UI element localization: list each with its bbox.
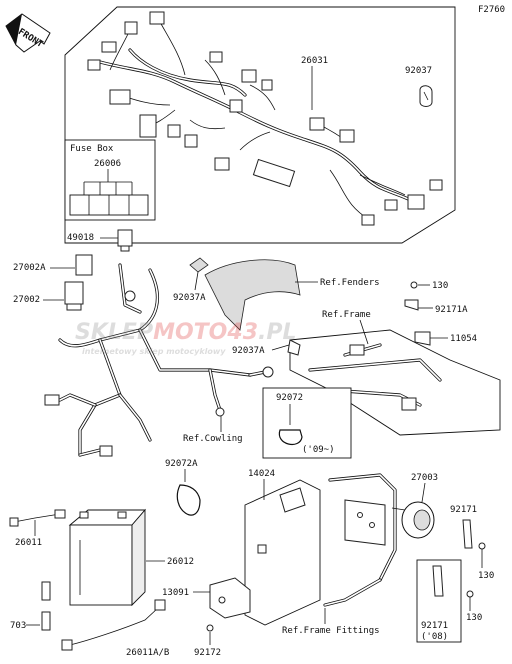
clip-92037 (419, 85, 433, 107)
battery-26012 (68, 508, 146, 607)
relay-27002a (75, 254, 93, 276)
label-27002: 27002 (13, 295, 40, 305)
cable-26011 (9, 509, 66, 527)
label-92037a-1: 92037A (173, 293, 206, 303)
relay-49018 (117, 229, 133, 252)
label-130-2: 130 (478, 571, 494, 581)
band-92072a (176, 484, 201, 516)
label-26012: 26012 (167, 557, 194, 567)
frame-fittings-bracket (323, 473, 397, 607)
label-92072-note: ('09~) (302, 445, 335, 455)
harness-connectors (87, 11, 443, 226)
label-703: 703 (10, 621, 26, 631)
svg-text:internetowy sklep motocyklowy: internetowy sklep motocyklowy (82, 347, 226, 356)
horn-27003 (391, 501, 435, 539)
label-92171-2: 92171 (421, 621, 448, 631)
harness-enclosure (64, 6, 456, 244)
band-92072-panel: 92072 ('09~) (262, 387, 352, 459)
bracket-11054 (414, 331, 431, 346)
label-26006: 26006 (94, 159, 121, 169)
relay-27002 (64, 281, 84, 311)
fuse-703 (41, 581, 51, 631)
cover-14024 (244, 479, 321, 626)
label-26031: 26031 (301, 56, 328, 66)
svg-text:SKLEPMOTO43.PL: SKLEPMOTO43.PL (75, 320, 297, 345)
bracket-13091 (209, 577, 251, 619)
ref-fenders: Ref.Fenders (320, 278, 380, 288)
label-11054: 11054 (450, 334, 477, 344)
label-130-3: 130 (466, 613, 482, 623)
fuse-box-panel: Fuse Box 26006 (64, 139, 156, 221)
bolt-130-1 (410, 281, 418, 289)
clamp-92171a (404, 299, 419, 311)
label-26011ab: 26011A/B (126, 648, 169, 658)
label-13091: 13091 (162, 588, 189, 598)
label-27003: 27003 (411, 473, 438, 483)
screw-92172 (206, 624, 214, 632)
label-92037a-2: 92037A (232, 346, 265, 356)
label-49018: 49018 (67, 233, 94, 243)
label-92072a: 92072A (165, 459, 198, 469)
label-92172: 92172 (194, 648, 221, 658)
label-92171a: 92171A (435, 305, 468, 315)
label-92037: 92037 (405, 66, 432, 76)
main-wiring-harness (98, 21, 422, 221)
cable-26011ab (61, 599, 166, 651)
label-92072: 92072 (276, 393, 303, 403)
label-14024: 14024 (248, 469, 275, 479)
label-27002a: 27002A (13, 263, 46, 273)
diagram-code: F2760 (478, 5, 505, 15)
fuse-box-title: Fuse Box (70, 144, 114, 154)
rear-fender-part (189, 257, 301, 331)
clamp-92171-08-panel: 92171 ('08) (416, 559, 462, 643)
ref-frame-fittings: Ref.Frame Fittings (282, 626, 380, 636)
label-130-1: 130 (432, 281, 448, 291)
clamp-92171-1 (462, 519, 473, 549)
ref-frame: Ref.Frame (322, 310, 371, 320)
label-26011: 26011 (15, 538, 42, 548)
rear-frame (287, 329, 501, 436)
label-92171-1: 92171 (450, 505, 477, 515)
ref-cowling: Ref.Cowling (183, 434, 243, 444)
front-arrow-icon: FRONT (5, 13, 51, 53)
watermark: SKLEPMOTO43.PL internetowy sklep motocyk… (75, 320, 297, 356)
front-frame-stay (44, 263, 274, 457)
bolt-130-3 (466, 590, 474, 598)
label-92171-2-note: ('08) (421, 632, 448, 642)
bolt-130-2 (478, 542, 486, 550)
